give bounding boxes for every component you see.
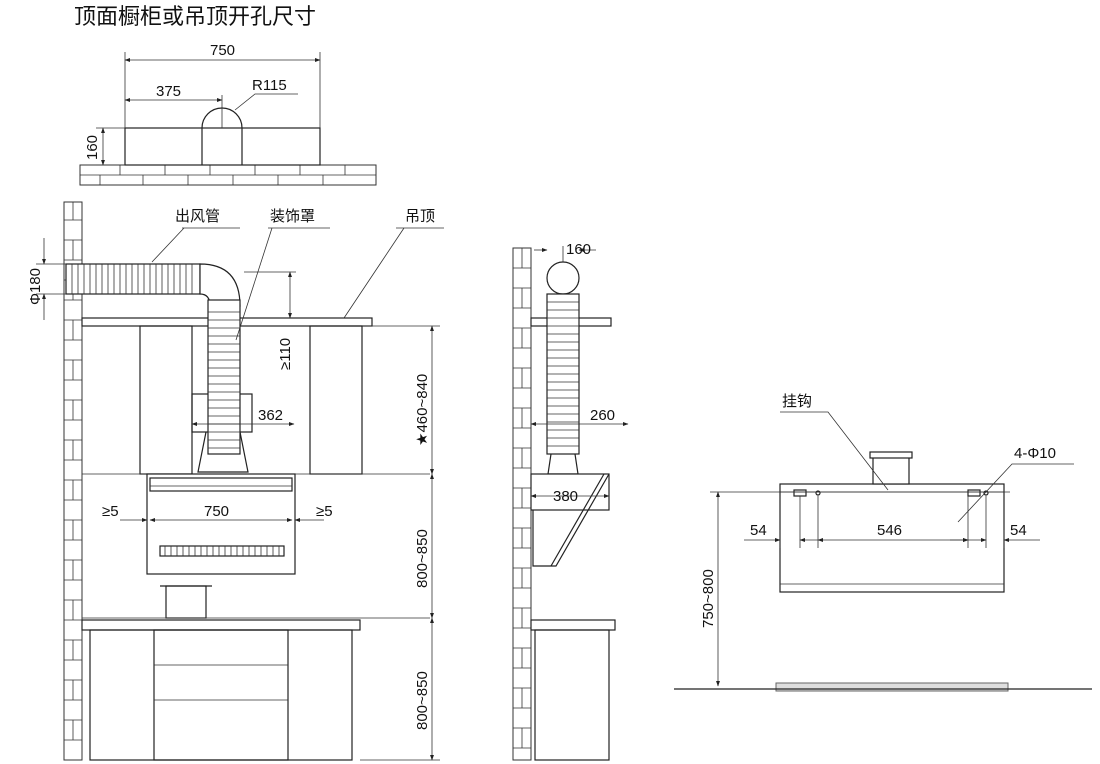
dim-front-counter-height: 800~850 <box>414 671 431 730</box>
label-cover: 装饰罩 <box>270 207 315 225</box>
side-view-duct-outlet <box>546 261 580 295</box>
front-view-pot <box>165 585 207 619</box>
front-view-base-cabinet <box>89 629 353 761</box>
mount-view: 挂钩 4-Φ10 54 546 54 750~800 <box>674 392 1092 692</box>
dim-front-hood-to-counter: 800~850 <box>414 529 431 588</box>
dim-front-gap-left: ≥5 <box>102 503 119 520</box>
dim-front-min-gap: ≥110 <box>277 338 294 370</box>
front-view-exhaust-duct <box>65 263 241 455</box>
mount-view-hook-right <box>967 489 989 497</box>
dim-front-duct-diameter: Φ180 <box>27 268 44 305</box>
front-view-range-hood <box>146 473 296 575</box>
dim-mount-height-range: 750~800 <box>700 569 717 628</box>
dim-side-duct-diameter: 160 <box>566 241 591 258</box>
front-view-countertop <box>81 619 361 631</box>
top-view: 750 375 R115 160 <box>79 42 377 186</box>
side-view-range-hood <box>530 473 610 567</box>
dim-top-offset: 375 <box>156 83 181 100</box>
label-hook: 挂钩 <box>782 392 812 410</box>
top-view-cabinet-outline <box>124 127 321 166</box>
dim-mount-edge-left: 54 <box>750 522 767 539</box>
front-view: 出风管 装饰罩 吊顶 Φ180 ≥110 362 ★460~840 ≥5 750… <box>27 201 444 761</box>
label-ceiling: 吊顶 <box>405 207 435 225</box>
dim-side-cover-depth: 260 <box>590 407 615 424</box>
front-view-upper-cabinet-right <box>309 325 363 475</box>
dim-front-cover-width: 362 <box>258 407 283 424</box>
side-view-base-cabinet <box>534 629 610 761</box>
front-view-brick-wall <box>63 201 83 761</box>
side-view-exhaust-duct <box>546 293 580 475</box>
dim-front-gap-right: ≥5 <box>316 503 333 520</box>
dim-mount-holes: 4-Φ10 <box>1014 445 1056 462</box>
dim-mount-hole-spacing: 546 <box>877 522 902 539</box>
dim-front-cover-height: ★460~840 <box>414 374 431 446</box>
dim-top-radius: R115 <box>252 77 287 94</box>
page-title: 顶面橱柜或吊顶开孔尺寸 <box>74 5 316 30</box>
side-view-brick-wall <box>512 247 532 761</box>
mount-view-cooktop <box>775 682 1009 692</box>
mount-view-exhaust-collar <box>872 455 910 485</box>
side-view: 160 260 380 <box>512 241 629 761</box>
dim-side-hood-depth: 380 <box>553 488 578 505</box>
dim-mount-edge-right: 54 <box>1010 522 1027 539</box>
side-view-countertop <box>530 619 616 631</box>
dim-front-hood-width: 750 <box>204 503 229 520</box>
label-duct: 出风管 <box>175 207 220 225</box>
dim-top-width: 750 <box>210 42 235 59</box>
top-view-brick-wall <box>79 164 377 186</box>
dim-top-height: 160 <box>84 135 101 160</box>
front-view-upper-cabinet-left <box>139 325 193 475</box>
